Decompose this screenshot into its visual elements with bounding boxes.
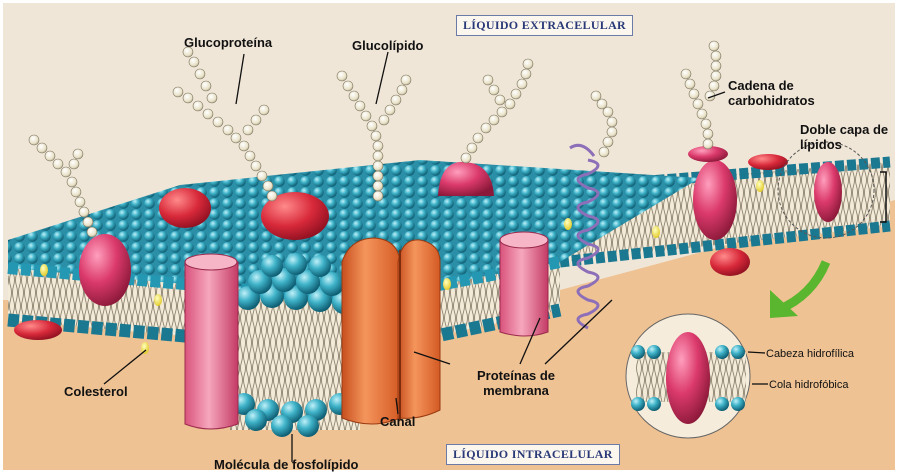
- phospholipid-cutout: [230, 253, 360, 437]
- zoom-inset: [626, 314, 750, 438]
- channel-label: Canal: [380, 414, 415, 429]
- membrane-proteins-label: Proteínas de membrana: [456, 368, 576, 398]
- hydrophilic-head-label: Cabeza hidrofílica: [766, 347, 854, 362]
- glycoprotein-label: Glucoproteína: [184, 35, 272, 50]
- intracellular-label: LÍQUIDO INTRACELULAR: [446, 444, 620, 465]
- phospholipid-label: Molécula de fosfolípido: [214, 457, 358, 472]
- extracellular-label: LÍQUIDO EXTRACELULAR: [456, 15, 633, 36]
- lipid-bilayer-label: Doble capa de lípidos: [800, 122, 896, 152]
- cholesterol-label: Colesterol: [64, 384, 128, 399]
- channel-protein: [342, 238, 440, 424]
- hydrophobic-tail-label: Cola hidrofóbica: [769, 378, 849, 393]
- glycolipid-label: Glucolípido: [352, 38, 424, 53]
- carbohydrate-chain-label: Cadena de carbohidratos: [728, 78, 878, 108]
